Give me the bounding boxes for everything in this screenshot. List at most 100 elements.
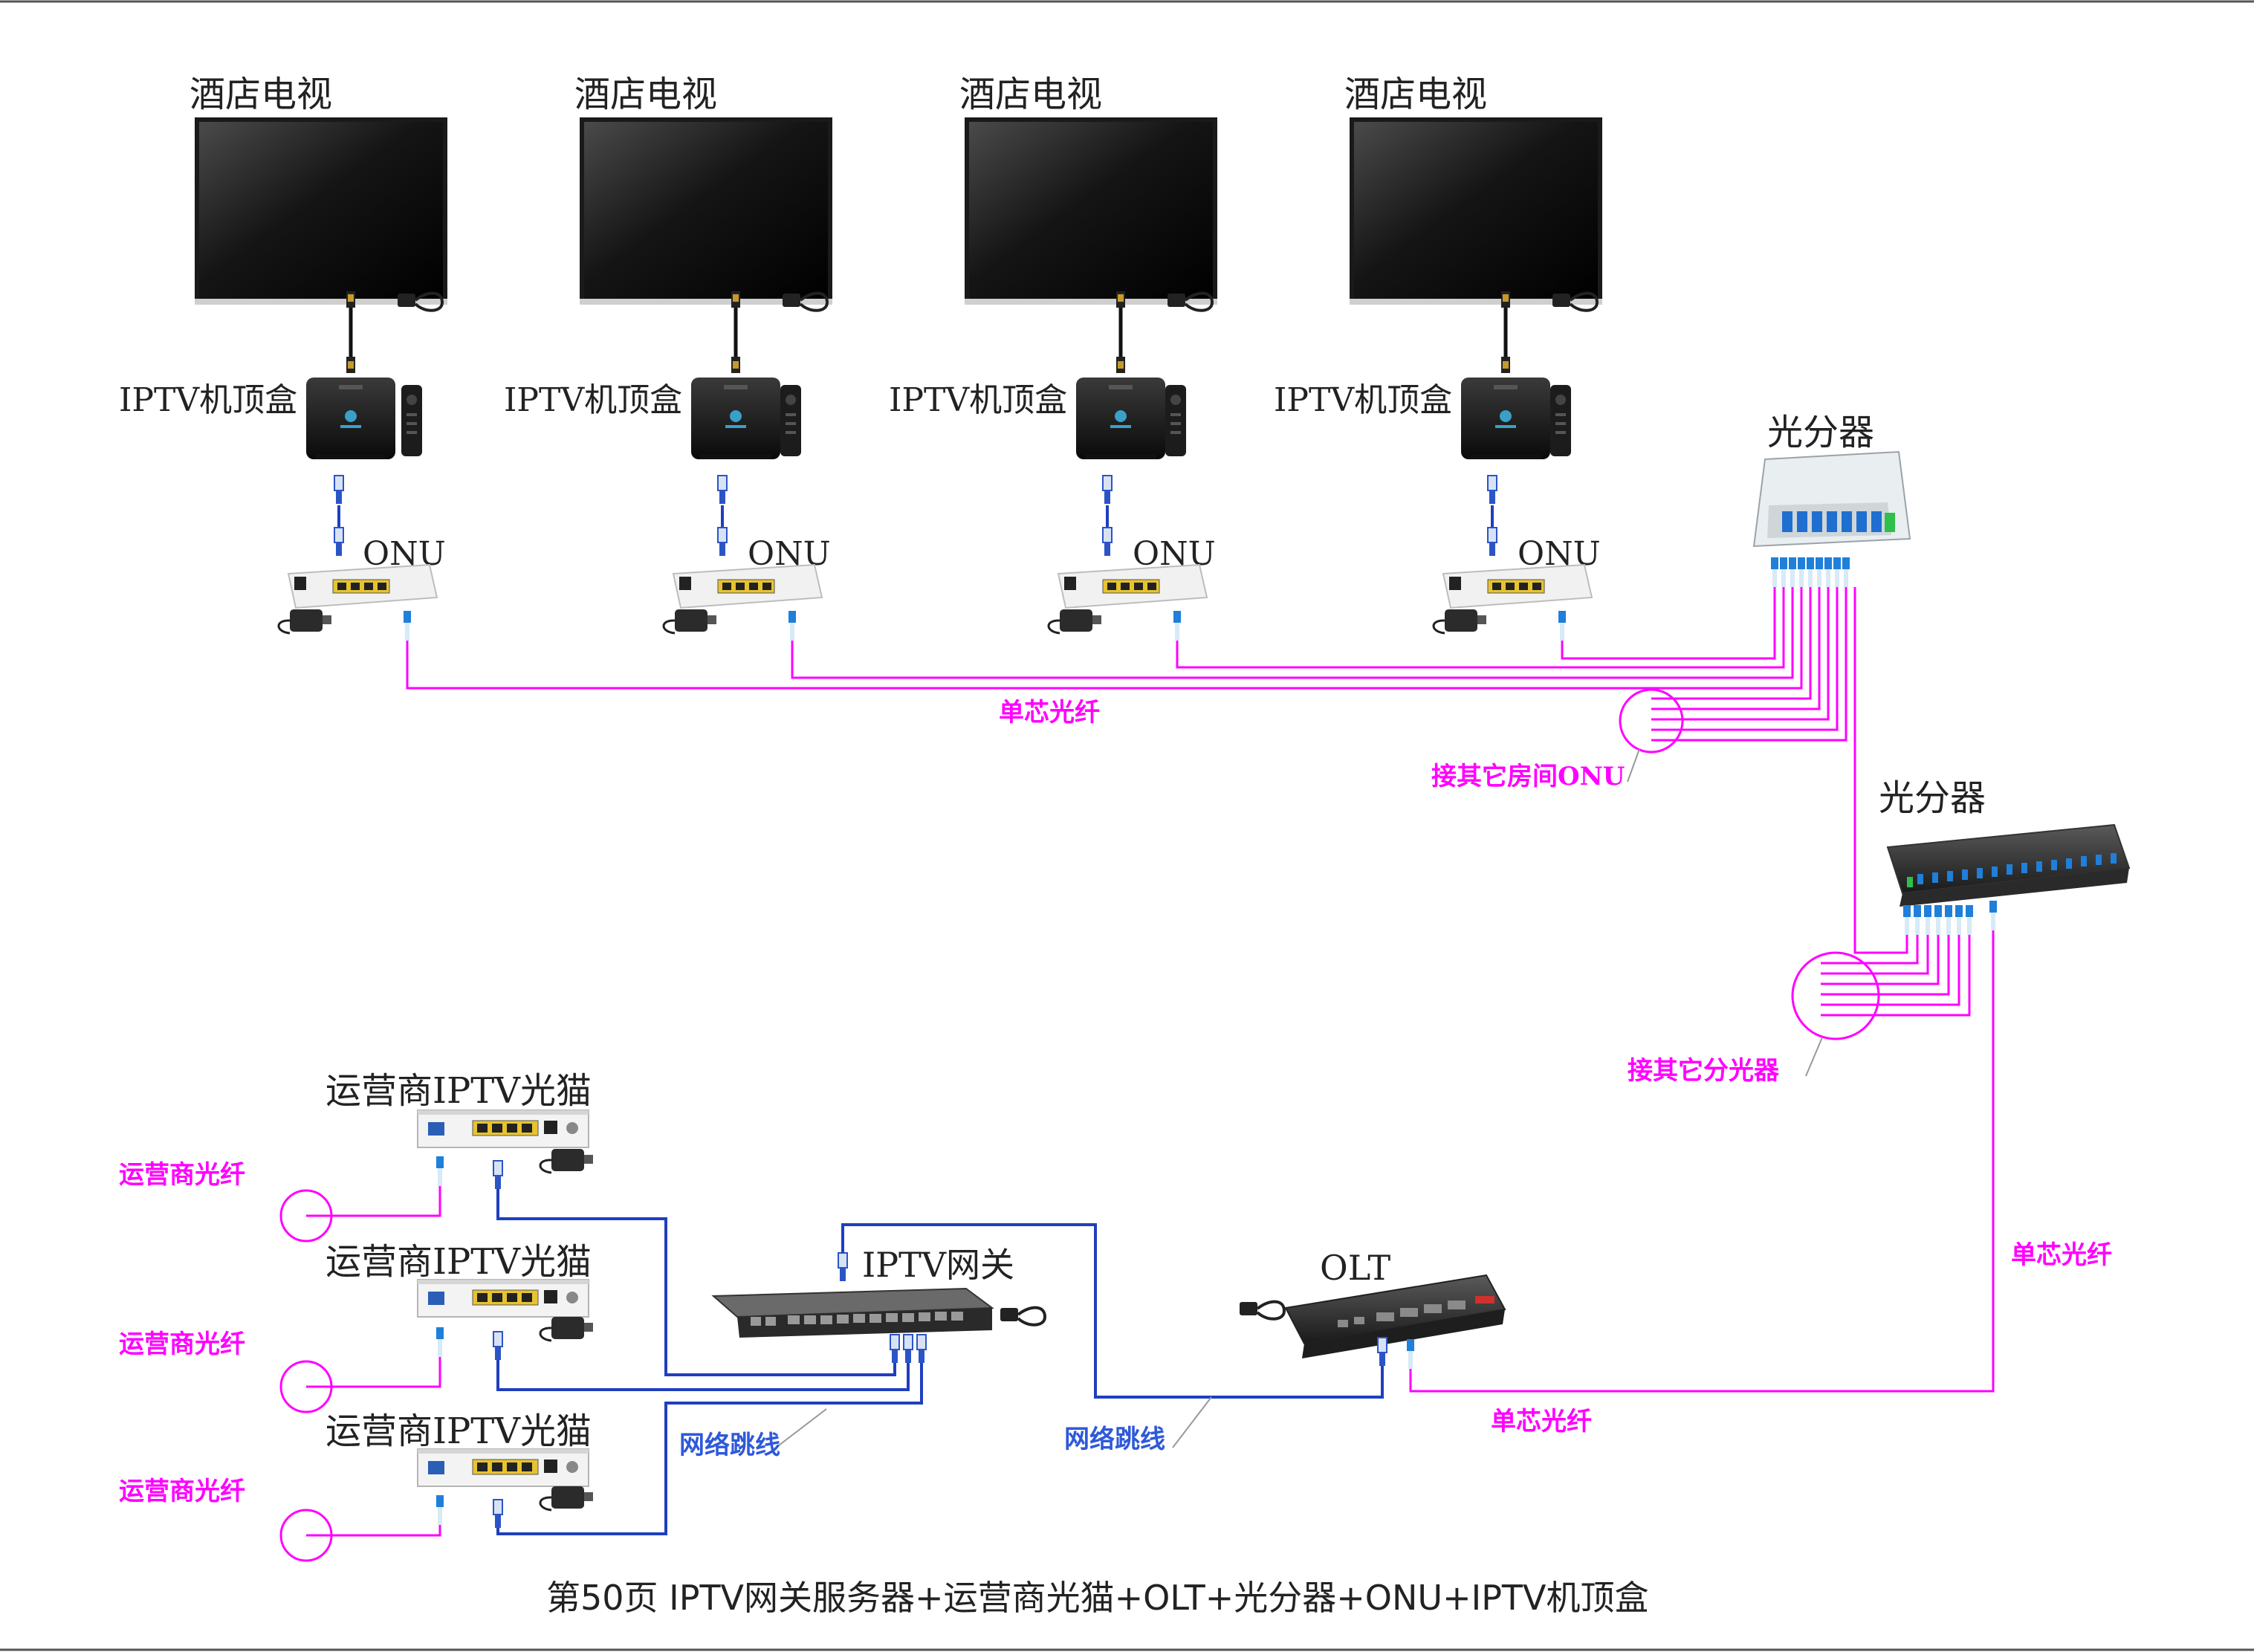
fiber-connector-icon <box>436 1327 444 1357</box>
other-rooms-label: 接其它房间ONU <box>1431 762 1625 791</box>
rj45-connector-icon <box>1487 527 1497 557</box>
rj45-connector-icon <box>838 1252 848 1282</box>
splitter-output-connectors <box>1771 557 1850 587</box>
modem-unit-3: 运营商IPTV光猫 运营商光纤 <box>119 1410 595 1562</box>
olt-label: OLT <box>1320 1248 1391 1288</box>
fiber-connector-icon <box>404 611 411 641</box>
tv-label: 酒店电视 <box>959 74 1102 115</box>
fiber-connector-icon <box>436 1495 444 1525</box>
rj45-connector-icon <box>916 1334 927 1364</box>
fiber-connector-icon <box>1407 1339 1414 1369</box>
room-unit-2: 酒店电视 IPTV机顶盒 ONU <box>504 74 832 641</box>
other-splitters-marker <box>1791 951 1880 1040</box>
power-adapter-icon <box>539 1485 595 1512</box>
rj45-connector-icon <box>1487 475 1497 505</box>
hdmi-cable-icon <box>1116 291 1125 373</box>
room-unit-3: 酒店电视 IPTV机顶盒 ONU <box>889 74 1217 641</box>
olt-icon <box>1284 1274 1506 1358</box>
rj45-connector-icon <box>1377 1337 1387 1367</box>
modem-label: 运营商IPTV光猫 <box>326 1410 592 1452</box>
other-rooms-marker <box>1619 688 1684 754</box>
hdmi-cable-icon <box>346 291 355 373</box>
rj45-connector-icon <box>1102 527 1113 557</box>
modem-unit-2: 运营商IPTV光猫 运营商光纤 <box>119 1241 595 1413</box>
stb-label: IPTV机顶盒 <box>1274 381 1452 419</box>
power-adapter-icon <box>539 1315 595 1342</box>
carrier-fiber-label: 运营商光纤 <box>119 1160 245 1190</box>
power-adapter-icon <box>539 1147 595 1174</box>
power-cord-icon <box>1238 1300 1286 1321</box>
set-top-box-icon <box>306 378 395 459</box>
optical-modem-icon <box>417 1110 589 1148</box>
tv-label: 酒店电视 <box>1344 74 1487 115</box>
splitter-box-icon <box>1752 450 1911 548</box>
rj45-connector-icon <box>1102 475 1113 505</box>
rj45-connector-icon <box>493 1160 503 1190</box>
hdmi-cable-icon <box>731 291 740 373</box>
fiber-label-bottom: 单芯光纤 <box>1491 1407 1592 1436</box>
stb-label: IPTV机顶盒 <box>889 381 1067 419</box>
rack-splitter-icon <box>1886 823 2131 907</box>
rj45-connector-icon <box>903 1334 913 1364</box>
onu-icon <box>1058 564 1208 609</box>
rj45-connector-icon <box>334 527 344 557</box>
modem-unit-1: 运营商IPTV光猫 运营商光纤 <box>119 1070 595 1243</box>
fiber-connector-icon <box>788 611 796 641</box>
set-top-box-icon <box>1076 378 1165 459</box>
onu-icon <box>288 564 438 609</box>
splitter-rack-label: 光分器 <box>1879 777 1986 819</box>
fiber-label-top: 单芯光纤 <box>999 698 1100 728</box>
rj45-connector-icon <box>717 475 728 505</box>
tv-icon <box>1350 117 1602 305</box>
tv-icon <box>580 117 832 305</box>
rj45-connector-icon <box>493 1499 503 1529</box>
room-unit-1: 酒店电视 IPTV机顶盒 ONU <box>119 74 447 641</box>
fiber-connector-icon <box>1173 611 1181 641</box>
gateway-label: IPTV网关 <box>862 1245 1014 1285</box>
tv-label: 酒店电视 <box>190 74 332 115</box>
power-cord-icon <box>999 1306 1046 1327</box>
remote-icon <box>1165 385 1186 456</box>
iptv-gateway-icon <box>711 1287 994 1338</box>
patch-cable-label-1: 网络跳线 <box>679 1431 780 1460</box>
modem-label: 运营商IPTV光猫 <box>326 1070 592 1112</box>
patch-cables <box>496 1189 1384 1535</box>
onu-icon <box>1442 564 1593 609</box>
rj45-connector-icon <box>334 475 344 505</box>
power-adapter-icon <box>662 608 718 635</box>
set-top-box-icon <box>1461 378 1550 459</box>
set-top-box-icon <box>691 378 780 459</box>
power-adapter-icon <box>1432 608 1488 635</box>
rj45-connector-icon <box>493 1331 503 1361</box>
power-adapter-icon <box>1047 608 1103 635</box>
carrier-fiber-lines <box>306 1186 441 1537</box>
remote-icon <box>1550 385 1571 456</box>
modem-label: 运营商IPTV光猫 <box>326 1241 592 1283</box>
power-adapter-icon <box>277 608 333 635</box>
rj45-connector-icon <box>717 527 728 557</box>
rack-output-connectors <box>1903 901 1997 935</box>
patch-cable-label-2: 网络跳线 <box>1064 1425 1165 1454</box>
stb-label: IPTV机顶盒 <box>504 381 682 419</box>
carrier-fiber-label: 运营商光纤 <box>119 1329 245 1359</box>
optical-modem-icon <box>417 1279 589 1318</box>
remote-icon <box>401 385 422 456</box>
fiber-connector-icon <box>1558 611 1566 641</box>
tv-icon <box>195 117 447 305</box>
optical-modem-icon <box>417 1448 589 1487</box>
remote-icon <box>780 385 801 456</box>
fiber-connector-icon <box>436 1156 444 1186</box>
other-splitters-label: 接其它分光器 <box>1628 1056 1780 1086</box>
tv-icon <box>965 117 1217 305</box>
rj45-connector-icon <box>890 1334 900 1364</box>
splitter-top-label: 光分器 <box>1767 412 1874 453</box>
onu-icon <box>673 564 823 609</box>
fiber-rack-bundle <box>1409 923 1995 1393</box>
fiber-label-right: 单芯光纤 <box>2011 1240 2112 1270</box>
room-unit-4: 酒店电视 IPTV机顶盒 ONU <box>1274 74 1602 641</box>
fiber-top-bundle <box>406 587 1856 923</box>
hdmi-cable-icon <box>1501 291 1510 373</box>
carrier-fiber-label: 运营商光纤 <box>119 1477 245 1506</box>
page-caption: 第50页 IPTV网关服务器+运营商光猫+OLT+光分器+ONU+IPTV机顶盒 <box>546 1578 1649 1618</box>
